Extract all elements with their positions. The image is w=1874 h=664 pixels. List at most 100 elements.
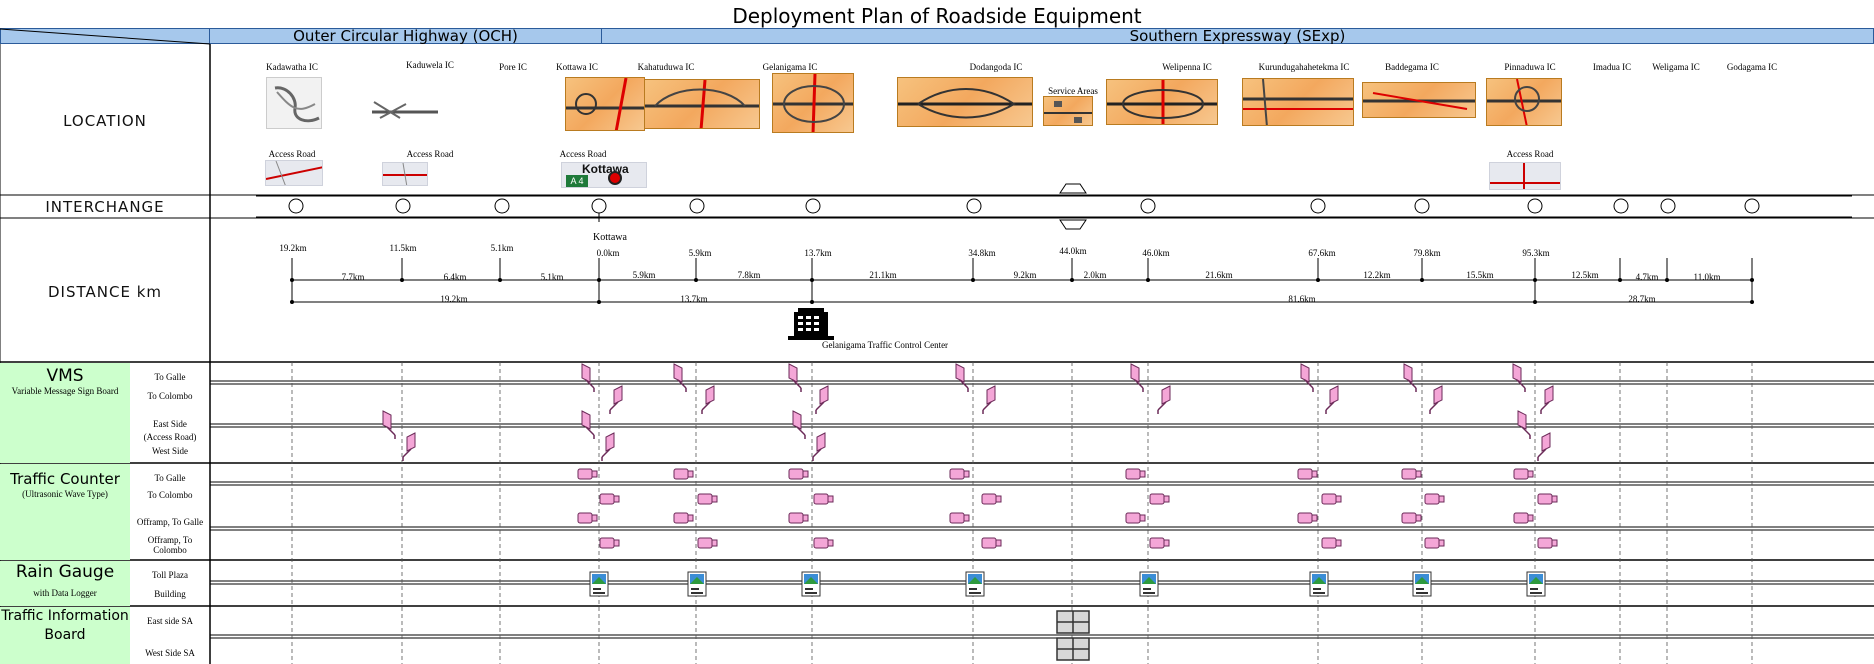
traffic-counter-icon	[813, 537, 834, 549]
ic-marker-dodangoda	[966, 198, 982, 214]
ic-marker-welipenna	[1140, 198, 1156, 214]
kottawa-ic-image	[565, 77, 645, 131]
km-point: 95.3km	[1522, 248, 1550, 258]
ic-marker-kaduwela	[395, 198, 411, 214]
pinnaduwa-ic-image	[1486, 78, 1562, 126]
vms-sign-icon	[609, 385, 623, 414]
vms-sign-icon	[1130, 363, 1144, 392]
ic-baddegama: Baddegama IC	[1385, 62, 1439, 72]
rg-row-building: Building	[154, 589, 186, 599]
segment-distance: 21.6km	[1205, 270, 1233, 280]
vms-sub: Variable Message Sign Board	[11, 386, 119, 396]
segment-distance: 4.7km	[1635, 272, 1659, 282]
traffic-counter-icon	[788, 468, 809, 480]
route-a4-badge: A 4	[566, 175, 588, 187]
ic-dodangoda: Dodangoda IC	[969, 62, 1023, 72]
ic-marker-kurundugahahetekma	[1310, 198, 1326, 214]
traffic-counter-icon	[577, 468, 598, 480]
vms-row-east-side: East Side	[153, 419, 187, 429]
tc-row-offramp-colombo: Offramp, To Colombo	[147, 535, 193, 555]
ic-pinnaduwa: Pinnaduwa IC	[1504, 62, 1556, 72]
vms-sign-icon	[1403, 363, 1417, 392]
km-point: 5.1km	[490, 243, 514, 253]
segment-distance: 15.5km	[1466, 270, 1494, 280]
distance-label: DISTANCE km	[48, 283, 162, 301]
traffic-counter-icon	[1424, 493, 1445, 505]
traffic-counter-icon	[1297, 512, 1318, 524]
traffic-counter-icon	[1149, 537, 1170, 549]
ic-kaduwela: Kaduwela IC	[406, 60, 454, 70]
traffic-info-board-icon	[1056, 637, 1090, 661]
rain-gauge-icon	[687, 571, 707, 597]
vms-sign-icon	[1157, 385, 1171, 414]
rg-group: Rain Gauge with Data Logger	[0, 561, 130, 606]
kadawatha-ic-image	[266, 77, 322, 129]
tib-row-west-sa: West Side SA	[145, 648, 195, 658]
interchange-label: INTERCHANGE	[45, 198, 165, 216]
traffic-counter-icon	[1321, 493, 1342, 505]
och-header: Outer Circular Highway (OCH)	[209, 28, 602, 44]
segment-distance: 6.4km	[443, 272, 467, 282]
control-center-building-icon	[788, 308, 834, 340]
km-point: 44.0km	[1059, 246, 1087, 256]
service-area-image	[1043, 96, 1093, 126]
vms-sign-icon	[1537, 432, 1551, 461]
traffic-counter-icon	[1537, 493, 1558, 505]
dodangoda-ic-image	[897, 77, 1033, 127]
kurundugahahetekma-ic-image	[1242, 78, 1354, 126]
ic-marker-pinnaduwa	[1527, 198, 1543, 214]
traffic-counter-icon	[813, 493, 834, 505]
vms-sign-icon	[1540, 385, 1554, 414]
traffic-counter-icon	[788, 512, 809, 524]
ic-gelanigama: Gelanigama IC	[762, 62, 818, 72]
vms-sign-icon	[792, 410, 806, 439]
tib-name: Traffic Information Board	[1, 608, 129, 643]
traffic-counter-icon	[1297, 468, 1318, 480]
traffic-counter-icon	[981, 537, 1002, 549]
gelanigama-ic-image	[772, 73, 854, 133]
ic-marker-baddegama	[1414, 198, 1430, 214]
access-road-kadawatha: Access Road	[268, 149, 316, 159]
kottawa-label: Kottawa	[593, 232, 627, 243]
vms-sign-icon	[1429, 385, 1443, 414]
vms-sign-icon	[1300, 363, 1314, 392]
vms-row-access-road: (Access Road)	[143, 432, 197, 442]
traffic-counter-icon	[1401, 468, 1422, 480]
tc-sub: (Ultrasonic Wave Type)	[22, 489, 108, 499]
ic-weligama: Weligama IC	[1652, 62, 1700, 72]
vms-sign-icon	[581, 363, 595, 392]
tib-row-east-sa: East side SA	[147, 616, 193, 626]
traffic-counter-icon	[577, 512, 598, 524]
access-road-kaduwela: Access Road	[406, 149, 454, 159]
rg-name: Rain Gauge	[15, 562, 115, 582]
ic-marker-kahatuduwa	[689, 198, 705, 214]
km-point: 67.6km	[1308, 248, 1336, 258]
sexp-header: Southern Expressway (SExp)	[601, 28, 1874, 44]
welipenna-ic-image	[1106, 79, 1218, 125]
segment-distance: 5.1km	[540, 272, 564, 282]
segment-distance: 2.0km	[1083, 270, 1107, 280]
total-distance: 28.7km	[1628, 294, 1656, 304]
ic-marker-gelanigama	[805, 198, 821, 214]
baddegama-ic-image	[1362, 82, 1476, 118]
km-point: 11.5km	[389, 243, 417, 253]
ic-kahatuduwa: Kahatuduwa IC	[637, 62, 695, 72]
segment-distance: 11.0km	[1693, 272, 1721, 282]
tc-row-to-colombo: To Colombo	[147, 490, 193, 500]
km-point: 0.0km	[596, 248, 620, 258]
vms-sign-icon	[581, 410, 595, 439]
km-point: 79.8km	[1413, 248, 1441, 258]
kahatuduwa-ic-image	[644, 79, 760, 129]
tc-group: Traffic Counter (Ultrasonic Wave Type)	[0, 464, 130, 560]
traffic-counter-icon	[1125, 468, 1146, 480]
vms-sign-icon	[601, 432, 615, 461]
traffic-counter-icon	[599, 537, 620, 549]
segment-distance: 5.9km	[632, 270, 656, 280]
page-title: Deployment Plan of Roadside Equipment	[732, 4, 1142, 28]
ic-kurundugahahetekma: Kurundugahahetekma IC	[1258, 62, 1350, 72]
vms-sign-icon	[382, 410, 396, 439]
segment-distance: 12.5km	[1571, 270, 1599, 280]
vms-sign-icon	[1517, 410, 1531, 439]
